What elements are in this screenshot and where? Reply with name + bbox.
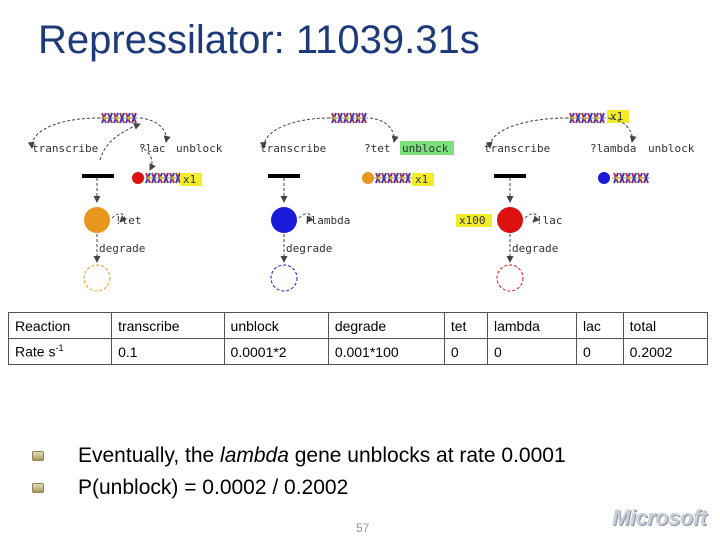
table-cell: degrade <box>327 312 445 339</box>
repressilator-diagram: transcribe ?lac unblock x1 !tet degrade … <box>27 110 695 292</box>
table-cell: Rate s-1 <box>7 338 113 365</box>
gene-blocked-icon <box>373 172 413 184</box>
promoter-bar-icon <box>82 174 114 178</box>
bullet-text: Eventually, the lambda gene unblocks at … <box>78 444 566 468</box>
rate-unit-superscript: -1 <box>55 343 64 354</box>
table-cell: 0 <box>575 338 624 365</box>
promoter-bar-icon <box>268 174 300 178</box>
multiplier-badge <box>607 110 629 123</box>
gene-blocked-icon <box>611 172 651 184</box>
unblock-label: unblock <box>648 142 695 155</box>
multiplier-badge <box>456 214 492 227</box>
unblock-label: unblock <box>176 142 223 155</box>
multiplier-badge <box>412 173 434 186</box>
multiplier-label: x100 <box>459 214 486 227</box>
bullet-emphasis: lambda <box>220 444 289 467</box>
table-cell: lambda <box>487 312 577 339</box>
lambda-protein-icon <box>271 207 297 233</box>
table-cell: Reaction <box>7 312 113 339</box>
degraded-lac-icon <box>496 264 524 292</box>
bullet-item: P(unblock) = 0.0002 / 0.2002 <box>32 472 566 504</box>
protein-label: !lambda <box>304 214 350 227</box>
table-cell: 0.1 <box>111 338 225 365</box>
lac-protein-icon <box>497 207 523 233</box>
unblock-highlight <box>400 141 454 155</box>
bullet-item: Eventually, the lambda gene unblocks at … <box>32 440 566 472</box>
table-cell: unblock <box>223 312 329 339</box>
transcribe-label: transcribe <box>260 142 326 155</box>
bullet-text-part: Eventually, the <box>78 444 221 467</box>
rate-label: Rate s <box>15 343 56 360</box>
table-row: Rate s-1 0.1 0.0001*2 0.001*100 0 0 0 0.… <box>7 338 709 365</box>
protein-label: !lac <box>536 214 563 227</box>
lac-protein-bound-icon <box>132 172 144 184</box>
degrade-label: degrade <box>512 242 558 255</box>
bullet-icon <box>32 451 44 461</box>
multiplier-label: x1 <box>415 173 428 186</box>
table-cell: 0 <box>487 338 577 365</box>
degraded-lambda-icon <box>270 264 298 292</box>
bullet-icon <box>32 483 44 493</box>
slide-title: Repressilator: 11039.31s <box>38 18 480 62</box>
transcribe-label: transcribe <box>32 142 98 155</box>
table-cell: 0.2002 <box>622 338 709 365</box>
lambda-protein-bound-icon <box>598 172 610 184</box>
tet-protein-bound-icon <box>362 172 374 184</box>
repressor-label: ?lac <box>139 142 166 155</box>
tet-protein-icon <box>84 207 110 233</box>
panel-tet: transcribe ?lac unblock x1 !tet degrade <box>27 112 223 292</box>
table-cell: 0.001*100 <box>327 338 445 365</box>
multiplier-label: x1 <box>183 173 196 186</box>
protein-label: !tet <box>115 214 142 227</box>
promoter-bar-icon <box>494 174 526 178</box>
microsoft-logo: Microsoft <box>612 505 707 530</box>
unblock-label: unblock <box>402 142 449 155</box>
bullet-text: P(unblock) = 0.0002 / 0.2002 <box>78 476 349 499</box>
table-cell: total <box>622 312 709 339</box>
table-cell: tet <box>443 312 489 339</box>
bullet-list: Eventually, the lambda gene unblocks at … <box>32 440 566 504</box>
repressor-label: ?lambda <box>590 142 636 155</box>
table-cell: 0.0001*2 <box>223 338 329 365</box>
panel-lac: x1 transcribe ?lambda unblock x100 !lac … <box>456 110 695 292</box>
gene-top-icon <box>99 112 139 124</box>
table-cell: transcribe <box>111 312 225 339</box>
degrade-label: degrade <box>286 242 332 255</box>
gene-top-icon <box>567 112 607 124</box>
multiplier-badge <box>180 173 202 186</box>
panel-lambda: transcribe ?tet unblock x1 !lambda degra… <box>259 112 454 292</box>
bullet-text-part: gene unblocks at rate 0.0001 <box>288 444 566 467</box>
table-cell: 0 <box>443 338 489 365</box>
table-row: Reaction transcribe unblock degrade tet … <box>7 312 709 339</box>
gene-top-icon <box>329 112 369 124</box>
slide-number: 57 <box>356 521 370 535</box>
multiplier-label: x1 <box>610 110 623 123</box>
degraded-tet-icon <box>83 264 111 292</box>
gene-blocked-icon <box>143 172 183 184</box>
reaction-rates-table: Reaction transcribe unblock degrade tet … <box>7 312 709 365</box>
degrade-label: degrade <box>99 242 145 255</box>
table-cell: lac <box>575 312 624 339</box>
repressor-label: ?tet <box>364 142 391 155</box>
transcribe-label: transcribe <box>484 142 550 155</box>
